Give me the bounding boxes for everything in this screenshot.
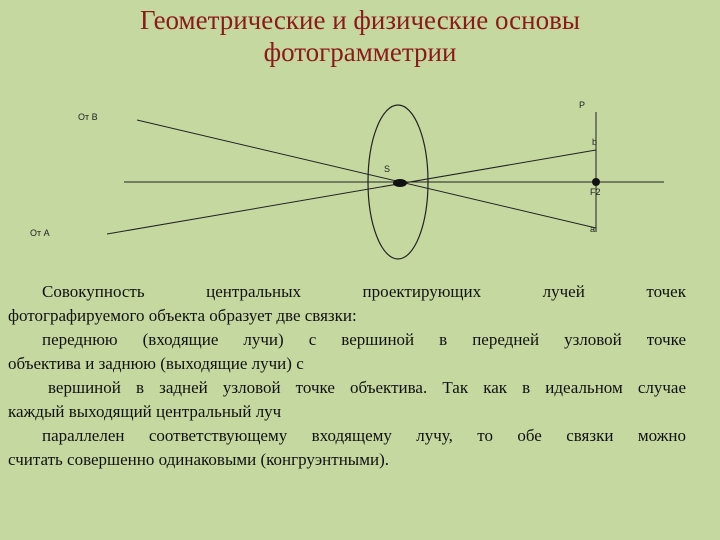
text-line-7: параллелен соответствующему входящему лу… [42, 426, 686, 445]
text-line-3: переднюю (входящие лучи) с вершиной в пе… [42, 330, 686, 349]
text-line-8: считать совершенно одинаковыми (конгруэн… [8, 450, 389, 469]
label-f2: F2 [590, 187, 601, 197]
text-line-2: фотографируемого объекта образует две св… [8, 306, 357, 325]
ray-from-b [136, 119, 597, 229]
text-line-6: каждый выходящий центральный луч [8, 402, 282, 421]
label-a: a [590, 224, 595, 234]
label-s: S [384, 164, 390, 174]
text-line-1: Совокупность центральных проектирующих л… [42, 282, 686, 301]
slide-title: Геометрические и физические основы фотог… [0, 4, 720, 68]
text-line-4: объектива и заднюю (выходящие лучи) с [8, 354, 304, 373]
lens [367, 104, 429, 260]
text-line-5: вершиной в задней узловой точке объектив… [48, 378, 686, 397]
label-b: b [592, 137, 597, 147]
body-text: Совокупность центральных проектирующих л… [8, 280, 686, 472]
title-line-2: фотограмметрии [263, 37, 457, 67]
label-p: P [579, 100, 585, 110]
ray-from-a [106, 149, 597, 235]
label-from-a: От А [30, 228, 50, 238]
label-from-b: От В [78, 112, 98, 122]
focal-point-f2 [592, 178, 600, 186]
nodal-point-s [393, 179, 407, 187]
title-line-1: Геометрические и физические основы [140, 5, 580, 35]
